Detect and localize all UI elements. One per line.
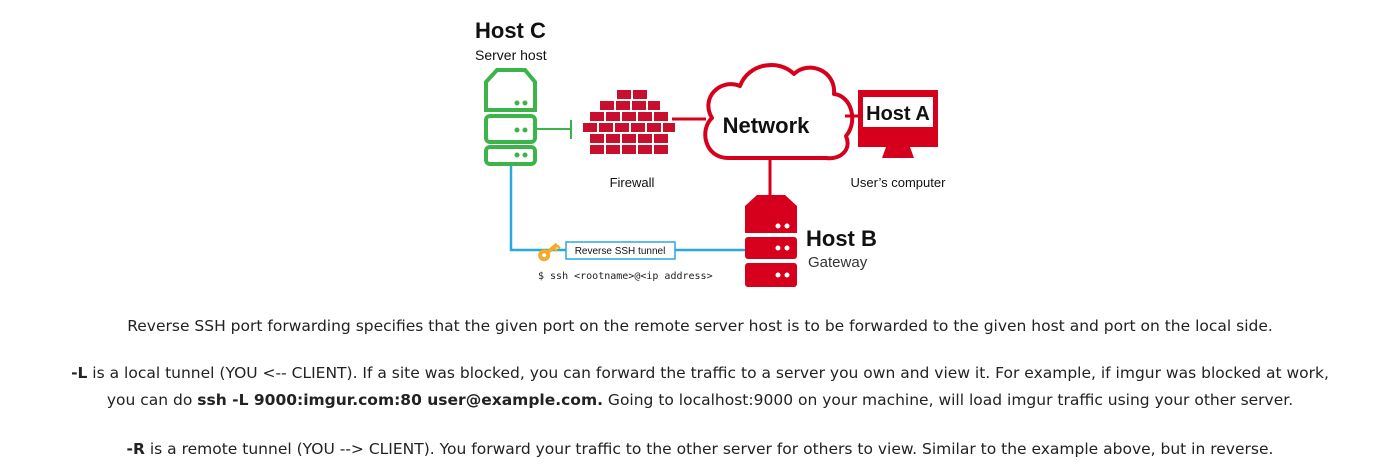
network-label: Network [723, 113, 811, 138]
remote-tunnel-paragraph: -R is a remote tunnel (YOU --> CLIENT). … [0, 436, 1400, 463]
firewall-label: Firewall [610, 175, 655, 190]
tunnel-label-box [565, 241, 676, 260]
ssh-command: $ ssh <rootname>@<ip address> [538, 271, 713, 282]
host-a-monitor-icon [858, 90, 938, 158]
description-text: Reverse SSH port forwarding specifies th… [127, 317, 1273, 335]
host-c-title: Host C [475, 18, 546, 43]
firewall-icon [583, 90, 675, 154]
local-tunnel-text-b: you can do [106, 391, 198, 409]
local-tunnel-command: ssh -L 9000:imgur.com:80 user@example.co… [197, 391, 603, 409]
local-tunnel-paragraph: -L is a local tunnel (YOU <-- CLIENT). I… [0, 360, 1400, 414]
remote-tunnel-text: is a remote tunnel (YOU --> CLIENT). You… [144, 440, 1274, 458]
remote-flag: -R [126, 440, 145, 458]
host-a-title: Host A [866, 103, 930, 125]
description-paragraph-1: Reverse SSH port forwarding specifies th… [0, 313, 1400, 340]
local-tunnel-text-a: is a local tunnel (YOU <-- CLIENT). If a… [87, 364, 1329, 382]
local-flag: -L [71, 364, 88, 382]
ssh-tunnel-diagram: Host C Server host Firewall Network Host… [475, 18, 947, 287]
host-a-subtitle: User’s computer [851, 175, 947, 190]
tunnel-label: Reverse SSH tunnel [575, 246, 666, 257]
host-b-server-icon [745, 195, 797, 287]
local-tunnel-text-c: Going to localhost:9000 on your machine,… [603, 391, 1294, 409]
network-cloud-icon [703, 63, 855, 161]
host-b-title: Host B [806, 226, 877, 251]
host-b-server-leds [775, 223, 790, 278]
host-c-server-leds [514, 100, 528, 158]
host-b-subtitle: Gateway [808, 254, 868, 271]
host-c-subtitle: Server host [475, 47, 547, 63]
host-c-server-icon [484, 68, 537, 166]
key-icon [538, 242, 561, 262]
